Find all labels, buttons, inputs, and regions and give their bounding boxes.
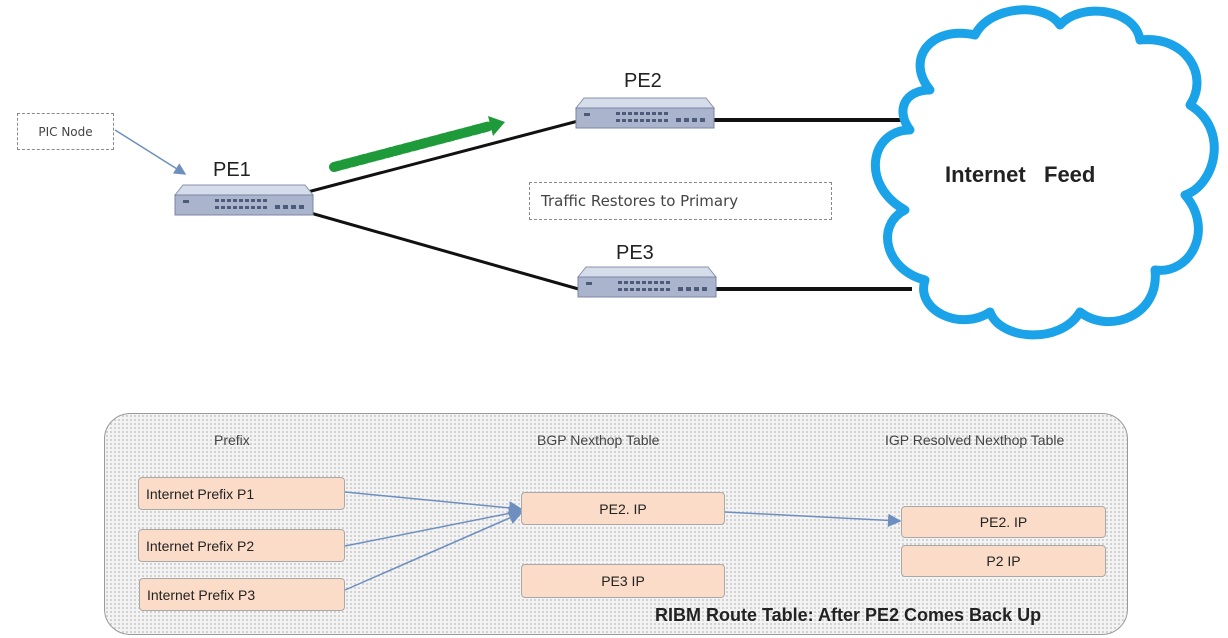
connector-p1-to-pe2 — [344, 491, 523, 515]
igp-p2-label: P2 IP — [986, 553, 1021, 569]
prefix-box-p1: Internet Prefix P1 — [138, 477, 345, 510]
pe3-label: PE3 — [616, 242, 654, 264]
bgp-pe3-label: PE3 IP — [601, 573, 645, 589]
ribm-table-title: RIBM Route Table: After PE2 Comes Back U… — [655, 605, 1042, 625]
network-topology — [114, 5, 1219, 340]
prefix-p2-label: Internet Prefix P2 — [146, 537, 255, 554]
igp-column-header: IGP Resolved Nexthop Table — [885, 432, 1065, 448]
prefix-box-p2: Internet Prefix P2 — [138, 529, 345, 562]
traffic-note-text: Traffic Restores to Primary — [541, 192, 739, 210]
ribm-route-table-panel: Prefix BGP Nexthop Table IGP Resolved Ne… — [104, 413, 1128, 635]
link-pe1-pe3 — [299, 208, 583, 292]
traffic-note-box: Traffic Restores to Primary — [529, 182, 832, 220]
cloud-label: Internet Feed — [945, 162, 1096, 187]
link-pe1-pe2 — [299, 118, 583, 196]
connector-p2-to-pe2 — [344, 506, 523, 547]
bgp-column-header: BGP Nexthop Table — [537, 432, 660, 448]
bgp-nexthop-pe3: PE3 IP — [521, 564, 725, 598]
igp-nexthop-pe2: PE2. IP — [901, 506, 1106, 538]
pic-node-pointer — [114, 129, 187, 175]
bgp-pe2-label: PE2. IP — [599, 500, 647, 517]
traffic-flow-arrow — [329, 116, 505, 172]
pic-node-box: PIC Node — [17, 113, 114, 150]
pic-node-label: PIC Node — [38, 124, 93, 139]
prefix-column-header: Prefix — [214, 432, 250, 448]
router-pe2-icon — [575, 97, 715, 129]
connector-p3-to-pe2 — [344, 511, 523, 591]
prefix-p3-label: Internet Prefix P3 — [147, 586, 256, 603]
router-pe1-icon — [174, 184, 314, 216]
prefix-box-p3: Internet Prefix P3 — [139, 578, 345, 611]
pe1-label: PE1 — [213, 159, 251, 181]
ribm-connectors — [344, 491, 902, 591]
pe2-label: PE2 — [624, 70, 662, 92]
igp-pe2-label: PE2. IP — [979, 514, 1028, 530]
connector-pe2-to-igp — [724, 511, 902, 528]
internet-cloud-icon — [870, 5, 1219, 340]
prefix-p1-label: Internet Prefix P1 — [146, 485, 255, 502]
bgp-nexthop-pe2: PE2. IP — [521, 492, 725, 525]
igp-nexthop-p2: P2 IP — [901, 545, 1106, 577]
router-pe3-icon — [577, 266, 717, 298]
